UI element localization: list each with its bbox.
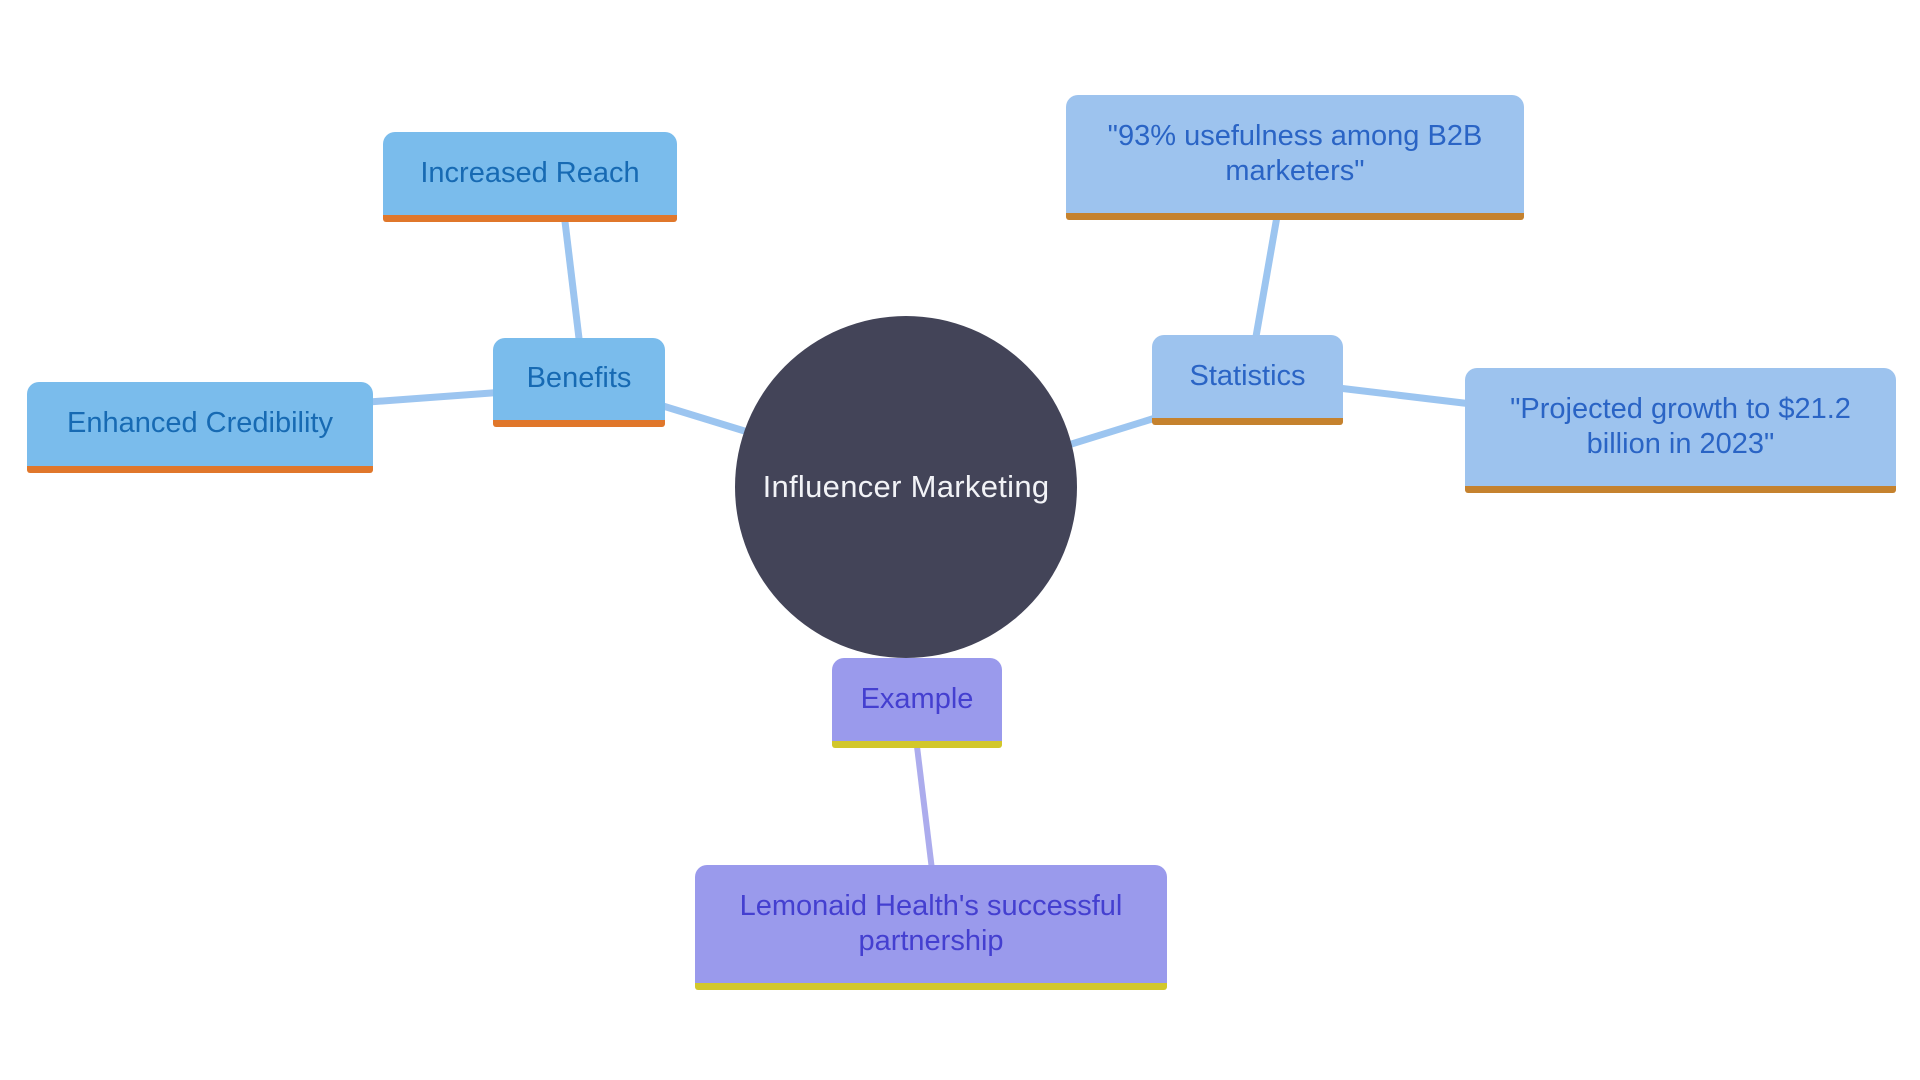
node-example[interactable]: Example	[832, 658, 1002, 748]
connector-enhanced-credibility-benefits	[354, 388, 506, 407]
node-projected-growth-quote[interactable]: "Projected growth to $21.2 billion in 20…	[1465, 368, 1896, 493]
node-statistics-label: Statistics	[1189, 359, 1306, 392]
node-lemonaid-partnership-label: Lemonaid Health's successful partnership	[739, 889, 1123, 957]
connector-statistics-growth	[1329, 383, 1481, 409]
node-enhanced-credibility-label: Enhanced Credibility	[67, 407, 333, 440]
center-node-label: Influencer Marketing	[762, 469, 1050, 504]
node-enhanced-credibility[interactable]: Enhanced Credibility	[27, 382, 373, 473]
node-statistics[interactable]: Statistics	[1152, 335, 1343, 425]
center-node-influencer-marketing[interactable]: Influencer Marketing	[735, 316, 1077, 658]
connector-example-lemonaid	[912, 729, 936, 879]
node-lemonaid-partnership[interactable]: Lemonaid Health's successful partnership	[695, 865, 1167, 990]
node-benefits[interactable]: Benefits	[493, 338, 665, 427]
connector-increased-reach-benefits	[559, 204, 585, 356]
node-increased-reach[interactable]: Increased Reach	[383, 132, 677, 222]
node-projected-growth-label: "Projected growth to $21.2 billion in 20…	[1510, 392, 1851, 460]
connector-b2b-statistics	[1250, 204, 1283, 349]
node-b2b-usefulness-quote[interactable]: "93% usefulness among B2B marketers"	[1066, 95, 1524, 220]
node-example-label: Example	[860, 682, 974, 715]
node-benefits-label: Benefits	[526, 362, 632, 395]
node-increased-reach-label: Increased Reach	[420, 156, 640, 189]
node-b2b-usefulness-label: "93% usefulness among B2B marketers"	[1107, 119, 1483, 187]
